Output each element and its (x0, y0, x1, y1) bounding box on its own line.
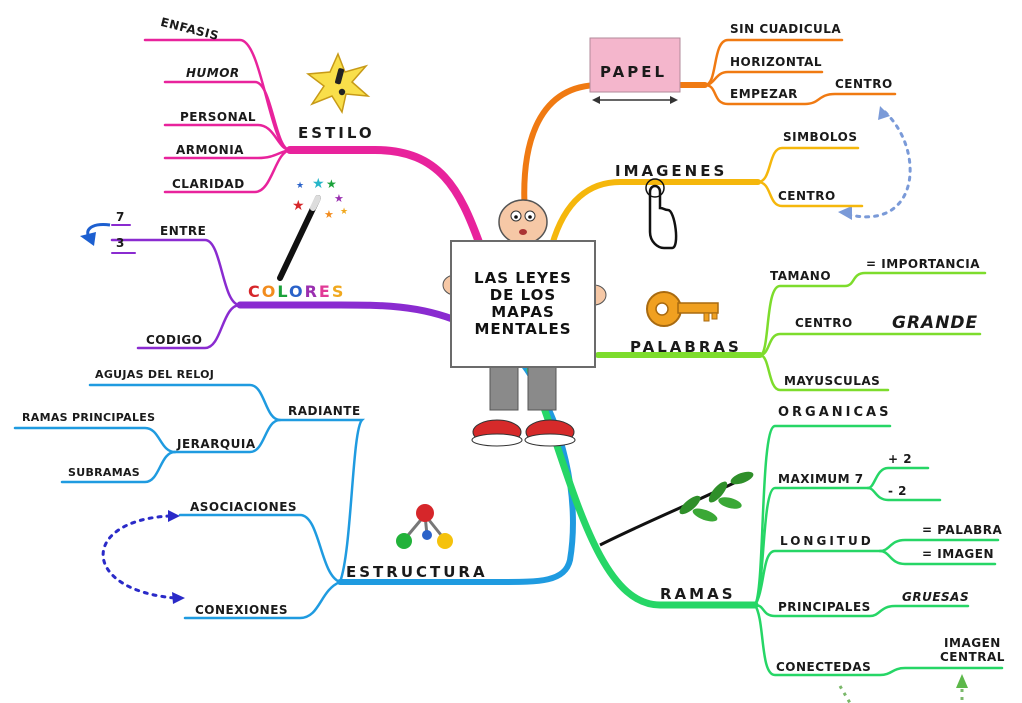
ramas-title: RAMAS (660, 585, 736, 603)
svg-text:★: ★ (326, 177, 337, 191)
ramas-item-maximum-7: MAXIMUM 7 (778, 472, 864, 486)
svg-text:★: ★ (334, 192, 344, 205)
papel-item-sin-cuadicula: SIN CUADICULA (730, 22, 842, 36)
jerarquia-item-subramas: SUBRAMAS (68, 466, 141, 479)
colores-letter: E (318, 282, 332, 301)
ramas-item-conectedas: CONECTEDAS (776, 660, 872, 674)
principales-item-gruesas: GRUESAS (902, 590, 970, 604)
estilo-item-claridad: CLARIDAD (172, 177, 245, 191)
imagenes-branch (549, 146, 864, 248)
ramas-item-longitud: LONGITUD (780, 534, 874, 548)
colores-branch (110, 224, 464, 350)
papel-title: PAPEL (600, 63, 668, 81)
colores-letter: C (248, 282, 262, 301)
colores-letter: O (261, 282, 278, 301)
pointing-hand-icon (645, 178, 678, 250)
estilo-title: ESTILO (298, 124, 375, 142)
imagenes-item-centro: CENTRO (778, 189, 836, 203)
estructura-item-radiante: RADIANTE (288, 404, 361, 418)
paper-sheet-icon (589, 37, 681, 104)
ramas-item-principales: PRINCIPALES (778, 600, 871, 614)
magic-wand-icon: ★ ★ ★ ★ ★ ★ ★ (277, 176, 348, 281)
palabras-item-tamano: TAMANO (770, 269, 832, 283)
svg-text:★: ★ (340, 207, 348, 217)
maximum-item-minus: - 2 (888, 484, 908, 498)
estilo-item-personal: PERSONAL (180, 110, 257, 124)
colores-item-codigo: CODIGO (146, 333, 203, 347)
papel-item-horizontal: HORIZONTAL (730, 55, 823, 69)
central-topic-label: LAS LEYES DE LOS MAPAS MENTALES (474, 269, 572, 338)
colores-item-entre: ENTRE (160, 224, 207, 238)
palabras-item-mayusculas: MAYUSCULAS (784, 374, 881, 388)
svg-text:★: ★ (312, 176, 325, 192)
estilo-item-humor: HUMOR (186, 66, 240, 80)
colores-title: COLORES (248, 282, 346, 301)
maximum-item-plus: + 2 (888, 452, 913, 466)
olive-branch-icon (599, 471, 754, 547)
svg-text:★: ★ (292, 198, 305, 214)
exclamation-star-icon (305, 52, 371, 114)
radiante-item-agujas: AGUJAS DEL RELOJ (95, 368, 215, 381)
svg-text:★: ★ (324, 208, 334, 221)
estructura-branch (13, 357, 576, 620)
longitud-item-palabra: = PALABRA (922, 523, 1003, 537)
papel-item-empezar: EMPEZAR (730, 87, 798, 101)
central-topic-sign: LAS LEYES DE LOS MAPAS MENTALES (450, 240, 596, 368)
entre-number-top: 7 (116, 210, 125, 224)
estructura-item-conexiones: CONEXIONES (195, 603, 289, 617)
estructura-item-asociaciones: ASOCIACIONES (190, 500, 298, 514)
imagenes-item-simbolos: SIMBOLOS (783, 130, 858, 144)
colores-letter: R (304, 282, 319, 301)
ramas-branch (526, 366, 1004, 677)
estilo-item-armonia: ARMONIA (176, 143, 244, 157)
colores-letter: S (331, 282, 346, 301)
return-arrow-icon (80, 222, 111, 246)
longitud-item-imagen: = IMAGEN (922, 547, 995, 561)
tamano-item-importancia: = IMPORTANCIA (866, 257, 980, 271)
empezar-item-centro: CENTRO (835, 77, 893, 91)
svg-text:★: ★ (296, 181, 304, 191)
palabras-branch (595, 271, 987, 392)
key-icon (646, 291, 719, 327)
papel-branch (521, 38, 897, 218)
radiante-item-jerarquia: JERARQUIA (177, 437, 256, 451)
ramas-item-organicas: ORGANICAS (778, 405, 892, 420)
jerarquia-item-ramas-principales: RAMAS PRINCIPALES (22, 411, 156, 424)
palabras-item-centro: CENTRO (795, 316, 853, 330)
estilo-branch (143, 38, 484, 249)
palabras-title: PALABRAS (630, 338, 742, 356)
centro-link (848, 110, 912, 219)
imagenes-title: IMAGENES (615, 162, 728, 180)
centro-item-grande: GRANDE (892, 313, 979, 333)
colores-letter: O (288, 282, 305, 301)
colores-letter: L (277, 282, 289, 301)
asociaciones-link (101, 514, 177, 600)
estructura-title: ESTRUCTURA (346, 563, 488, 581)
entre-number-bottom: 3 (116, 236, 125, 250)
conectedas-item-imagen-central: IMAGEN CENTRAL (940, 636, 1005, 664)
molecule-icon (396, 504, 453, 549)
